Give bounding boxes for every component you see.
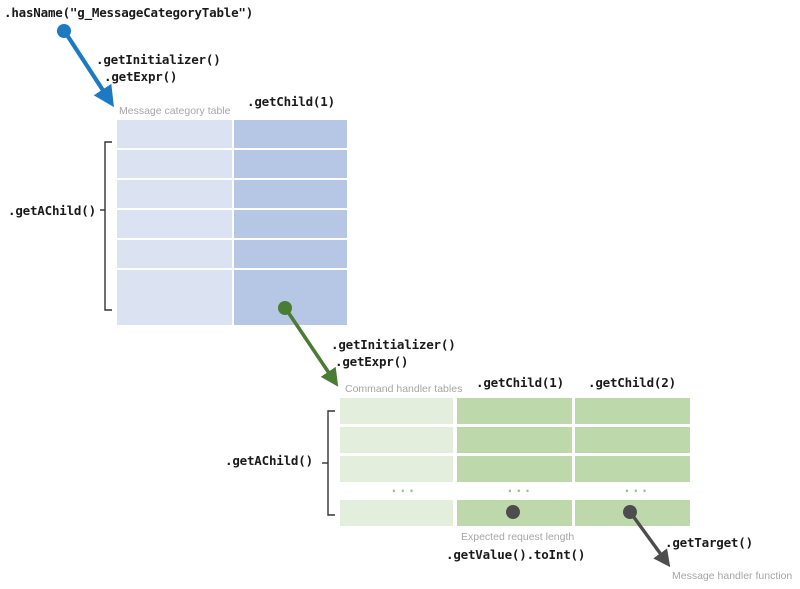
table-cell-child2 <box>575 427 690 453</box>
get-value-to-int-label: .getValue().toInt() <box>446 547 586 562</box>
table-cell-child1 <box>234 270 347 298</box>
table-cell-child1 <box>234 180 347 208</box>
command-handler-tables-caption: Command handler tables <box>345 383 463 395</box>
message-handler-function-caption: Message handler function <box>672 570 793 582</box>
table-row <box>340 456 453 482</box>
ellipsis-col-left: ... <box>390 481 417 496</box>
table-cell-child1 <box>457 427 572 453</box>
table-cell-child1 <box>457 500 572 526</box>
get-a-child-label-1: .getAChild() <box>8 203 96 218</box>
table-row <box>340 500 453 526</box>
table-cell-child2 <box>575 500 690 526</box>
table-row <box>117 120 232 148</box>
get-child-1-label-green: .getChild(1) <box>476 375 564 390</box>
has-name-label: .hasName("g_MessageCategoryTable") <box>4 5 254 20</box>
table-cell-child1 <box>234 297 347 325</box>
get-target-label: .getTarget() <box>665 535 753 550</box>
get-expr-label-1: .getExpr() <box>104 69 178 84</box>
get-expr-label-2: .getExpr() <box>335 354 409 369</box>
table-row <box>117 240 232 268</box>
get-a-child-bracket-2 <box>322 410 335 516</box>
table-row <box>340 427 453 453</box>
expected-request-length-caption: Expected request length <box>461 531 575 543</box>
table-row <box>117 270 232 298</box>
table-row <box>117 297 232 325</box>
get-initializer-label-2: .getInitializer() <box>331 337 456 352</box>
table-row <box>117 210 232 238</box>
blue-source-dot <box>57 24 71 38</box>
table-cell-child1 <box>457 398 572 424</box>
table-cell-child1 <box>234 120 347 148</box>
table-cell-child1 <box>457 456 572 482</box>
table-row <box>117 150 232 178</box>
table-row <box>340 398 453 424</box>
ellipsis-col-child2: ... <box>623 481 650 496</box>
ellipsis-col-child1: ... <box>506 481 533 496</box>
table-cell-child1 <box>234 240 347 268</box>
table-cell-child1 <box>234 210 347 238</box>
get-a-child-bracket-1 <box>100 141 112 311</box>
get-child-1-label-blue: .getChild(1) <box>247 94 335 109</box>
get-child-2-label-green: .getChild(2) <box>588 375 676 390</box>
get-a-child-label-2: .getAChild() <box>225 453 313 468</box>
get-initializer-label-1: .getInitializer() <box>96 52 221 67</box>
table-cell-child2 <box>575 456 690 482</box>
table-row <box>117 180 232 208</box>
message-category-table-caption: Message category table <box>119 105 231 117</box>
table-cell-child1 <box>234 150 347 178</box>
table-cell-child2 <box>575 398 690 424</box>
